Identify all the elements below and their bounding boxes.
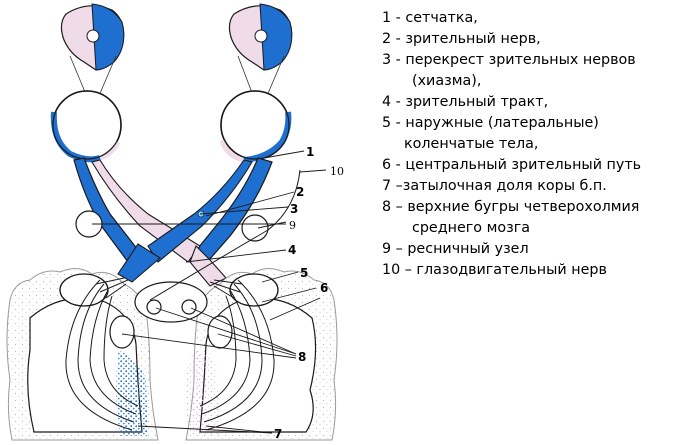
callout-1: 1 [306, 145, 314, 159]
callout-8: 8 [298, 350, 306, 364]
optic-pathway [73, 157, 273, 287]
callout-3: 3 [290, 202, 298, 216]
callout-4: 4 [288, 243, 296, 257]
legend-item-7: 7 –затылочная доля коры б.п. [382, 178, 607, 194]
callout-leaders [92, 150, 327, 434]
legend-item-3-continued: (хиазма), [412, 73, 482, 89]
legend-item-9: 9 – ресничный узел [382, 241, 529, 257]
callout-7: 7 [274, 427, 282, 441]
legend-item-1: 1 - сетчатка, [382, 10, 478, 26]
superior-colliculi [109, 281, 233, 349]
left-visual-field [60, 3, 125, 71]
legend-item-5: 5 - наружные (латеральные) [382, 115, 599, 131]
legend-item-3: 3 - перекрест зрительных нервов [382, 52, 636, 68]
legend-item-6: 6 - центральный зрительный путь [382, 157, 642, 173]
legend-item-8-continued: среднего мозга [412, 220, 530, 236]
visual-pathway-diagram: 1 10 2 3 9 4 5 6 8 7 [6, 3, 344, 441]
oculomotor-nerve [149, 169, 301, 301]
callout-5: 5 [300, 266, 308, 280]
callout-9: 9 [289, 219, 296, 232]
legend-item-4: 4 - зрительный тракт, [382, 94, 549, 110]
callout-6: 6 [320, 281, 328, 295]
callout-2: 2 [296, 185, 304, 199]
right-visual-field [228, 3, 293, 71]
callout-10: 10 [330, 165, 344, 178]
right-eyeball [219, 90, 292, 163]
legend: 1 - сетчатка, 2 - зрительный нерв, 3 - п… [382, 8, 700, 281]
legend-item-8: 8 – верхние бугры четверохолмия [382, 199, 640, 215]
optic-radiations [65, 277, 275, 431]
ciliary-ganglia [75, 210, 269, 242]
legend-item-10: 10 – глазодвигательный нерв [382, 262, 607, 278]
legend-item-2: 2 - зрительный нерв, [382, 31, 541, 47]
left-eyeball [50, 90, 122, 163]
legend-item-5-continued: коленчатые тела, [404, 136, 539, 152]
lateral-geniculate-bodies [59, 273, 279, 307]
